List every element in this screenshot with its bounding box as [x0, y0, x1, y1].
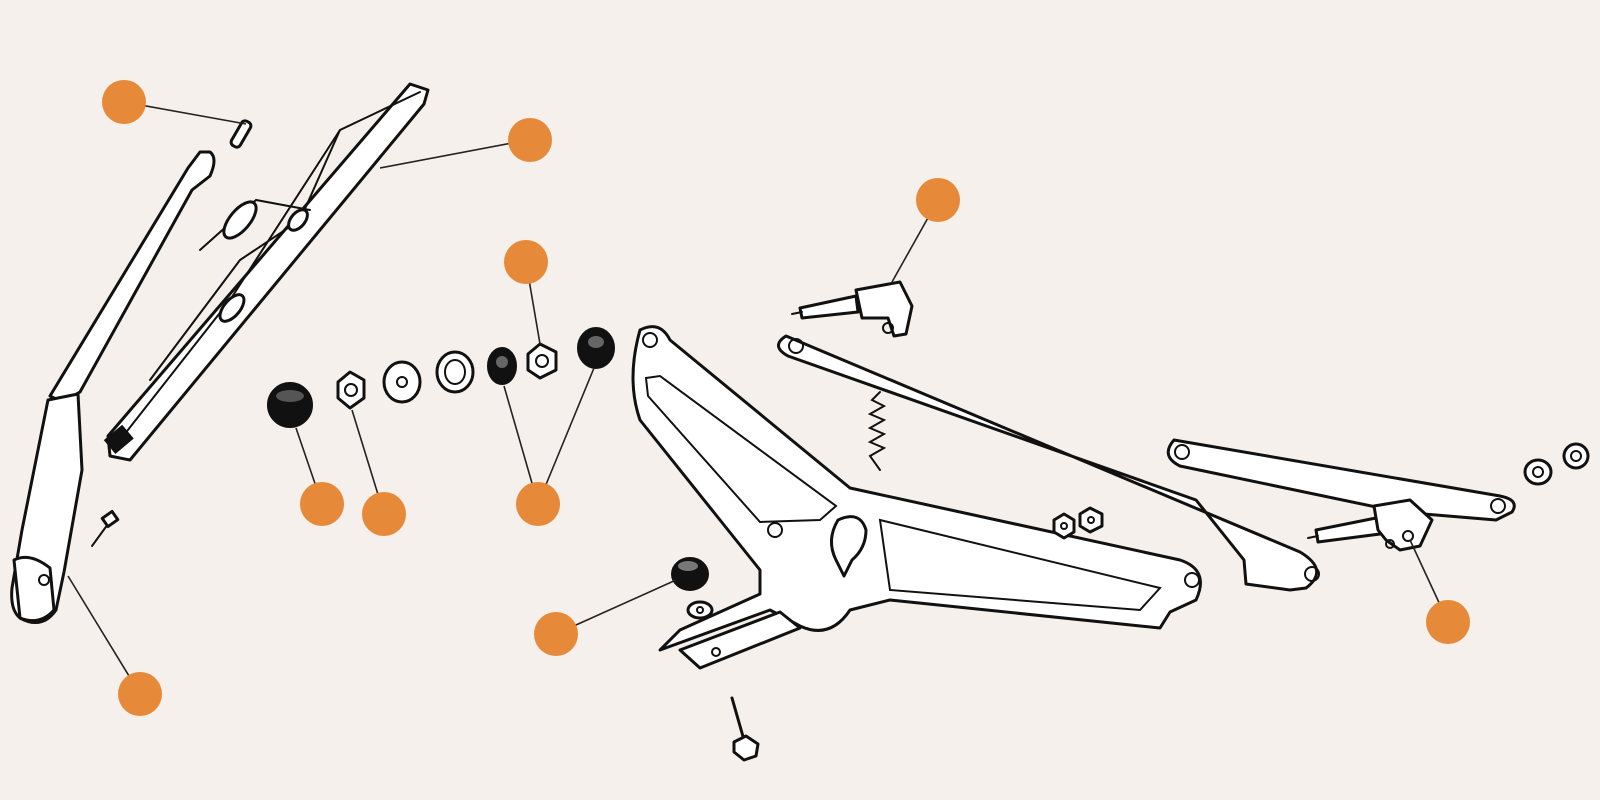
blade-clip: [229, 119, 253, 149]
right-washers: [1523, 442, 1590, 486]
hotspot-rubber-bushing[interactable]: [300, 482, 344, 526]
spring: [867, 391, 887, 471]
pivot-shaft-right: [1307, 498, 1434, 552]
wiper-arm: [10, 150, 216, 624]
wiper-blade: [103, 82, 430, 462]
hotspot-hex-nut[interactable]: [362, 492, 406, 536]
washer-stack: [267, 327, 615, 428]
hotspot-mount-bushing[interactable]: [534, 612, 578, 656]
pivot-shaft-left: [791, 280, 914, 338]
small-screw: [91, 509, 120, 547]
hotspot-wiper-blade[interactable]: [508, 118, 552, 162]
connecting-rod-upper: [777, 334, 1320, 592]
linkage-nuts: [1052, 506, 1104, 540]
hotspot-hex-nut-upper[interactable]: [504, 240, 548, 284]
mount-bracket: [671, 557, 802, 762]
hotspot-pivot-shaft-right[interactable]: [1426, 600, 1470, 644]
hotspot-rubber-seals[interactable]: [516, 482, 560, 526]
hotspots: [102, 80, 1470, 716]
hotspot-blade-clip[interactable]: [102, 80, 146, 124]
hotspot-pivot-shaft-left[interactable]: [916, 178, 960, 222]
linkage-frame: [631, 325, 1202, 652]
hotspot-wiper-arm[interactable]: [118, 672, 162, 716]
linkage-arm-right: [1166, 438, 1516, 522]
